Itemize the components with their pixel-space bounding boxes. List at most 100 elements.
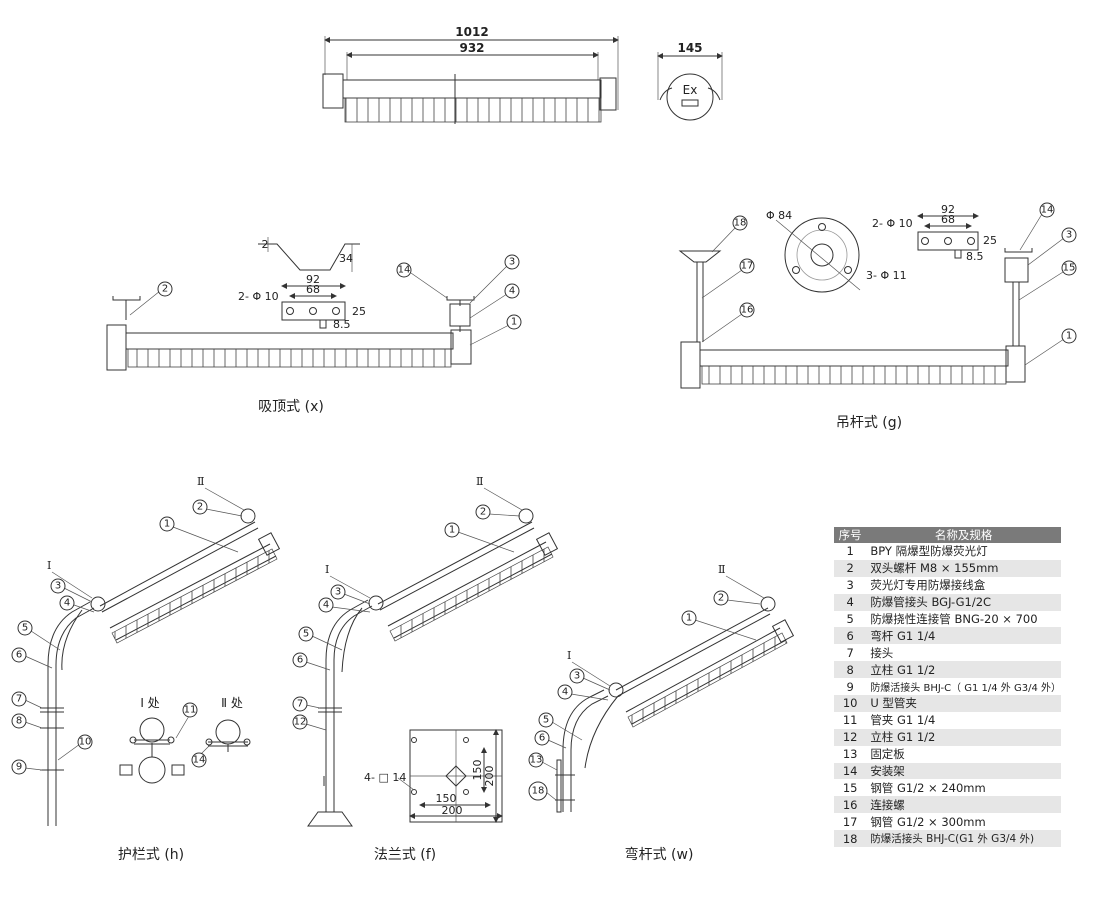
row-name: 防爆管接头 BGJ-G1/2C xyxy=(866,593,1061,611)
ceiling-mount-view: 2 34 92 68 2- Φ 10 25 8.5 xyxy=(106,237,475,371)
top-front-view: 1012 932 xyxy=(322,25,619,124)
svg-text:3: 3 xyxy=(509,257,515,268)
row-name: 安装架 xyxy=(866,762,1061,780)
dim-g-plate-92: 92 xyxy=(941,203,955,216)
row-name: 钢管 G1/2 × 240mm xyxy=(870,780,986,795)
svg-text:2: 2 xyxy=(718,593,724,604)
dim-145: 145 xyxy=(677,41,702,55)
flange-mount-bubbles: 2 1 3 4 5 6 7 12 xyxy=(292,504,521,731)
svg-text:12: 12 xyxy=(294,717,307,728)
svg-text:1: 1 xyxy=(511,317,517,328)
caption-flange: 法兰式 (f) xyxy=(374,847,436,863)
caption-pendant: 吊杆式 (g) xyxy=(836,415,902,431)
svg-text:5: 5 xyxy=(22,623,28,634)
row-name: 立柱 G1 1/2 xyxy=(866,728,1061,746)
row-number: 1 xyxy=(846,544,854,559)
row-name: 钢管 G1/2 × 300mm xyxy=(870,814,986,829)
dim-g-plate-8-5: 8.5 xyxy=(966,250,984,263)
svg-text:2: 2 xyxy=(197,502,203,513)
dim-plate-68: 68 xyxy=(306,283,320,296)
svg-text:3: 3 xyxy=(574,671,580,682)
row-name: 弯杆 G1 1/4 xyxy=(866,627,1061,645)
row-number: 2 xyxy=(834,559,867,577)
row-number: 9 xyxy=(846,679,854,694)
col-name-header: 名称及规格 xyxy=(866,527,1061,543)
dim-plate-92: 92 xyxy=(306,273,320,286)
dim-bracket-2: 2 xyxy=(262,238,269,251)
detail-i-ii-view: Ⅰ 处 Ⅱ 处 xyxy=(119,696,251,784)
svg-text:3: 3 xyxy=(55,581,61,592)
guardrail-mount-view xyxy=(40,508,281,826)
svg-text:7: 7 xyxy=(16,694,22,705)
dim-flange-d: Φ 84 xyxy=(766,209,792,222)
row-name: U 型管夹 xyxy=(866,695,1061,712)
row-number: 3 xyxy=(846,578,854,593)
row-number: 15 xyxy=(842,780,858,795)
bent-pole-mount-view xyxy=(555,596,795,813)
row-number: 12 xyxy=(834,728,867,746)
svg-text:9: 9 xyxy=(16,762,22,773)
dim-base-holes: 4- □ 14 xyxy=(364,771,406,784)
row-number: 18 xyxy=(834,830,867,848)
row-name: 接头 xyxy=(870,645,894,660)
svg-text:6: 6 xyxy=(16,650,22,661)
dim-base-150-v: 150 xyxy=(471,760,484,781)
svg-text:4: 4 xyxy=(562,687,568,698)
row-name: 连接螺 xyxy=(866,796,1061,814)
row-name: 防爆活接头 BHJ-C(G1 外 G3/4 外) xyxy=(866,830,1061,848)
caption-bent-pole: 弯杆式 (w) xyxy=(625,846,694,863)
svg-text:1: 1 xyxy=(686,613,692,624)
row-number: 5 xyxy=(846,612,854,626)
row-number: 11 xyxy=(842,713,858,728)
guardrail-mount-callouts: Ⅰ Ⅱ xyxy=(47,475,245,599)
flange-mount-view: 150 200 150 200 4- □ 14 xyxy=(307,508,559,827)
bent-pole-bubbles: 2 1 3 4 5 6 13 18 xyxy=(528,590,761,801)
svg-text:6: 6 xyxy=(297,655,303,666)
dim-g-plate-68: 68 xyxy=(941,213,955,226)
pendant-mount-view: Φ 84 3- Φ 11 92 68 2- Φ 10 25 8.5 xyxy=(678,203,1033,389)
mark-ii-w: Ⅱ xyxy=(718,563,725,576)
svg-text:4: 4 xyxy=(323,600,329,611)
svg-text:14: 14 xyxy=(1041,205,1054,216)
svg-text:4: 4 xyxy=(64,598,70,609)
dim-g-plate-25: 25 xyxy=(983,234,997,247)
svg-text:6: 6 xyxy=(539,733,545,744)
svg-text:18: 18 xyxy=(734,218,747,229)
svg-text:15: 15 xyxy=(1063,263,1076,274)
svg-text:2: 2 xyxy=(480,507,486,518)
row-name: 固定板 xyxy=(870,747,905,762)
dim-bracket-34: 34 xyxy=(339,252,353,265)
parts-table-header: 序号 名称及规格 xyxy=(834,527,1061,543)
svg-text:10: 10 xyxy=(79,737,92,748)
ex-mark: Ex xyxy=(683,83,698,97)
svg-text:3: 3 xyxy=(1066,230,1072,241)
mark-ii-f: Ⅱ xyxy=(476,475,483,488)
svg-text:17: 17 xyxy=(741,261,754,272)
row-name: 荧光灯专用防爆接线盒 xyxy=(870,578,986,593)
detail-2-label: Ⅱ 处 xyxy=(221,696,243,710)
dim-1012: 1012 xyxy=(455,25,488,39)
mark-ii-h: Ⅱ xyxy=(197,475,204,488)
dim-base-200-v: 200 xyxy=(483,766,496,787)
flange-mount-marks: Ⅰ Ⅱ xyxy=(325,475,523,599)
svg-text:13: 13 xyxy=(530,755,543,766)
svg-text:8: 8 xyxy=(16,716,22,727)
caption-ceiling: 吸顶式 (x) xyxy=(258,399,324,415)
col-no-header: 序号 xyxy=(834,527,867,543)
row-number: 4 xyxy=(834,593,867,611)
row-name: 双头螺杆 M8 × 155mm xyxy=(866,559,1061,577)
